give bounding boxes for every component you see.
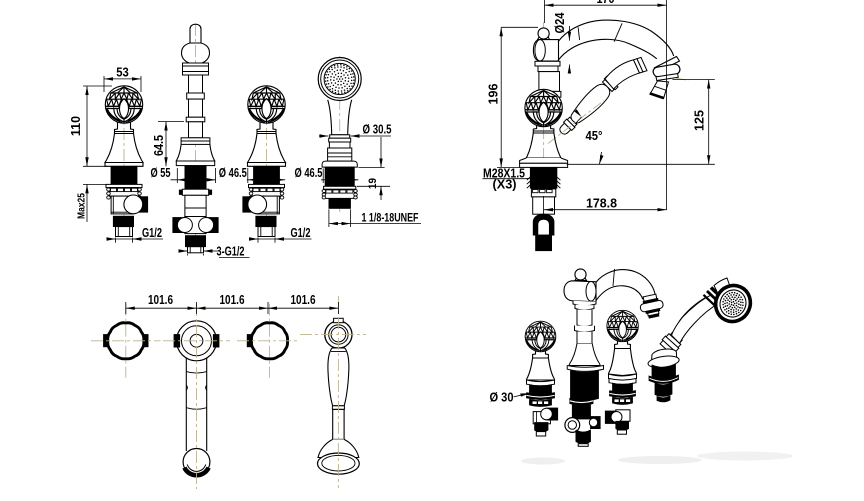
svg-text:Ø24: Ø24 xyxy=(553,12,567,33)
svg-text:170: 170 xyxy=(597,0,615,6)
svg-text:45°: 45° xyxy=(586,128,603,143)
svg-text:G1/2: G1/2 xyxy=(142,226,162,240)
svg-text:Ø 30: Ø 30 xyxy=(490,389,514,404)
svg-text:3-G1/2: 3-G1/2 xyxy=(217,245,245,259)
svg-text:64.5: 64.5 xyxy=(152,135,166,156)
svg-text:101.6: 101.6 xyxy=(220,293,245,307)
svg-text:196: 196 xyxy=(487,83,501,104)
svg-text:Ø 30.5: Ø 30.5 xyxy=(363,123,392,137)
svg-text:Max25: Max25 xyxy=(76,193,88,219)
svg-text:125: 125 xyxy=(693,110,707,131)
svg-text:M28X1.5: M28X1.5 xyxy=(483,166,525,180)
svg-text:53: 53 xyxy=(116,65,129,79)
svg-text:19: 19 xyxy=(367,178,379,189)
svg-text:Ø 46.5: Ø 46.5 xyxy=(219,166,247,180)
svg-text:G1/2: G1/2 xyxy=(291,226,311,240)
svg-text:110: 110 xyxy=(69,116,83,136)
svg-text:(X3): (X3) xyxy=(493,178,517,192)
svg-text:178.8: 178.8 xyxy=(586,197,617,211)
svg-text:101.6: 101.6 xyxy=(291,293,316,307)
svg-text:Ø 55: Ø 55 xyxy=(151,166,171,180)
svg-text:101.6: 101.6 xyxy=(148,293,173,307)
svg-text:1 1/8-18UNEF: 1 1/8-18UNEF xyxy=(362,211,419,225)
svg-text:Ø 46.5: Ø 46.5 xyxy=(295,166,323,180)
